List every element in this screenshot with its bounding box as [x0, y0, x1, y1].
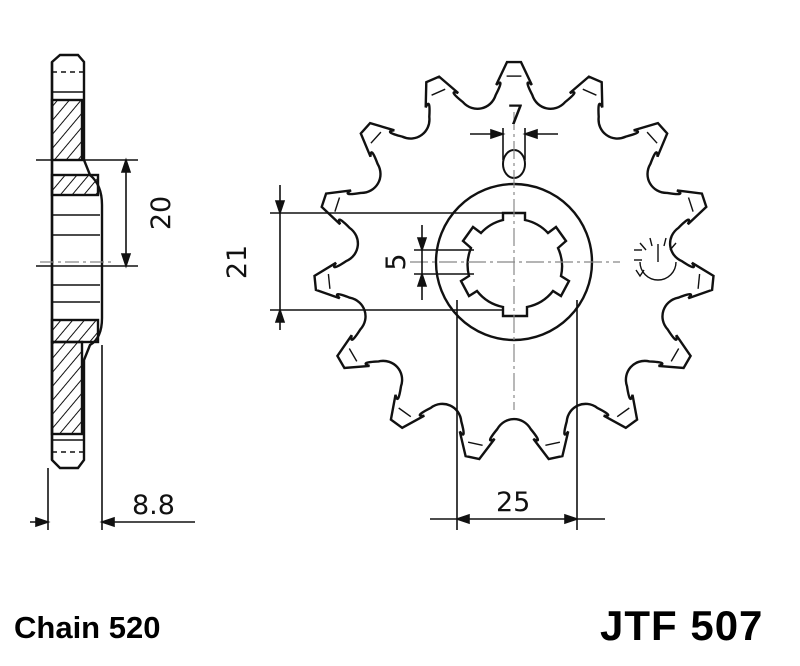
spline-span-label: 21: [222, 245, 253, 279]
upper-web-hatch: [50, 98, 84, 162]
lower-web-hatch: [50, 340, 84, 436]
lower-hub-hatch: [50, 318, 100, 344]
upper-hub-hatch: [50, 173, 100, 197]
tooth-tip-line: [398, 407, 412, 418]
tooth-tip-line: [697, 273, 701, 289]
tooth-tip-line: [334, 197, 341, 212]
tooth-tip-line: [467, 441, 483, 446]
hole-width-label: 7: [507, 100, 524, 131]
tooth-tip-line: [348, 348, 358, 362]
tooth-tip-line: [582, 88, 597, 96]
spline-span-dimension: [270, 185, 503, 330]
key-width-label: 5: [381, 253, 412, 270]
hub-height-label: 20: [146, 196, 177, 230]
tooth-tip-line: [370, 131, 382, 144]
part-number: JTF 507: [600, 602, 764, 649]
sprocket-outline: [313, 60, 715, 461]
tooth-tips: [327, 75, 701, 446]
tooth-tip-line: [616, 407, 630, 418]
tooth-tip-line: [670, 348, 680, 362]
sun-symbol-icon: [634, 237, 677, 281]
thickness-dimension: [30, 345, 195, 530]
thickness-label: 8.8: [132, 490, 175, 521]
side-view: [40, 53, 115, 470]
key-width-dimension: [414, 225, 474, 300]
hub-height-dimension: [36, 157, 138, 269]
hole-width-dimension: [470, 128, 558, 160]
tooth-tip-line: [327, 273, 331, 289]
splined-bore: [459, 211, 571, 318]
bore-diameter-label: 25: [496, 487, 530, 518]
side-profile: [50, 53, 104, 470]
front-view: [313, 60, 715, 461]
tooth-tip-line: [687, 197, 694, 212]
tooth-tip-line: [545, 441, 561, 446]
tooth-tip-line: [646, 131, 658, 144]
chain-label: Chain 520: [14, 610, 161, 645]
bore-diameter-dimension: [430, 300, 605, 530]
tooth-tip-line: [431, 88, 446, 96]
